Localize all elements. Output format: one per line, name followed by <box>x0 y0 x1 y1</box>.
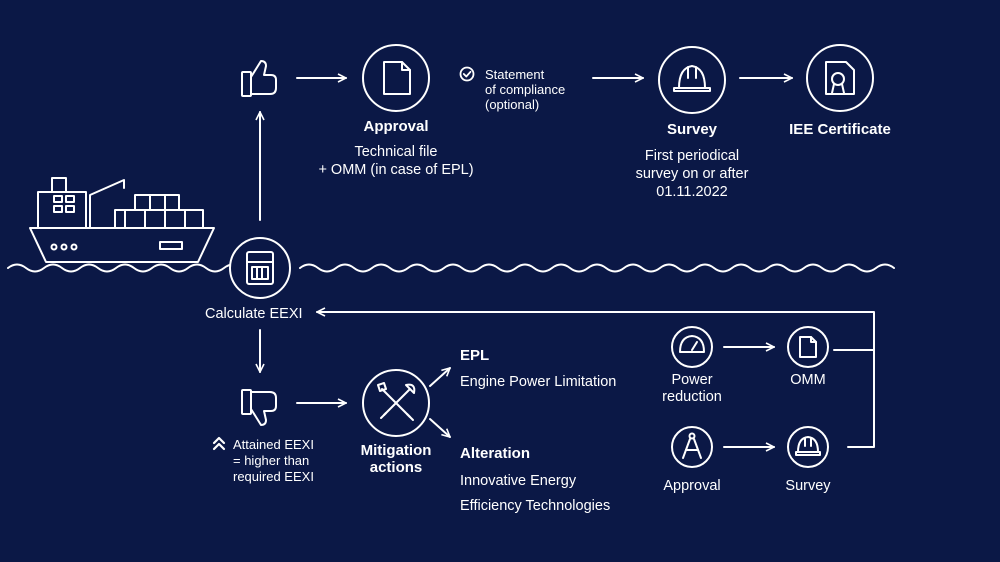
approval-title: Approval <box>363 118 429 135</box>
approval-detail-line-1: Technical file <box>354 144 438 160</box>
attained-line-3: required EEXI <box>233 469 314 484</box>
statement-line-3: (optional) <box>485 97 540 112</box>
calculate-eexi-label: Calculate EEXI <box>205 306 303 322</box>
statement-line-1: Statement <box>485 67 545 82</box>
chevrons-up-icon <box>212 436 226 451</box>
approval-bottom-label: Approval <box>663 478 721 494</box>
statement-line-2: of compliance <box>485 82 566 97</box>
survey-hard-hat-icon <box>787 426 829 468</box>
feedback-arrow <box>316 312 875 351</box>
omm-document-icon <box>787 326 829 368</box>
gauge-icon <box>671 326 713 368</box>
check-circle-icon <box>459 66 475 82</box>
omm-label: OMM <box>790 372 826 388</box>
iee-certificate-title: IEE Certificate <box>789 121 891 138</box>
tools-icon <box>362 369 430 437</box>
alteration-title: Alteration <box>460 445 531 462</box>
hard-hat-icon <box>658 46 726 114</box>
mitigation-line-2: actions <box>369 459 423 476</box>
epl-title: EPL <box>460 347 490 364</box>
arrow-to-alteration <box>429 418 450 437</box>
ship-icon <box>29 177 215 263</box>
certificate-icon <box>806 44 874 112</box>
survey-detail-line-3: 01.11.2022 <box>656 184 728 200</box>
thumbs-up-icon <box>241 60 277 97</box>
power-reduction-line-1: Power <box>671 372 713 388</box>
arrow-to-epl <box>429 368 450 387</box>
mitigation-line-1: Mitigation <box>360 442 432 459</box>
survey-detail-line-2: survey on or after <box>635 166 749 182</box>
power-reduction-line-2: reduction <box>662 389 722 405</box>
calculator-icon[interactable] <box>229 237 291 299</box>
survey-detail-line-1: First periodical <box>644 148 740 164</box>
survey-title: Survey <box>666 121 718 138</box>
thumbs-down-icon <box>241 389 277 426</box>
document-icon <box>362 44 430 112</box>
compass-icon <box>671 426 713 468</box>
survey-bottom-label: Survey <box>785 478 831 494</box>
alteration-detail-line-1: Innovative Energy <box>460 473 577 489</box>
alteration-detail-line-2: Efficiency Technologies <box>460 498 611 514</box>
epl-detail: Engine Power Limitation <box>460 374 617 390</box>
feedback-line-lower <box>847 349 875 448</box>
attained-line-1: Attained EEXI <box>233 437 314 452</box>
approval-detail-line-2: + OMM (in case of EPL) <box>318 162 474 178</box>
sea-waves <box>7 263 895 273</box>
attained-line-2: = higher than <box>233 453 310 468</box>
